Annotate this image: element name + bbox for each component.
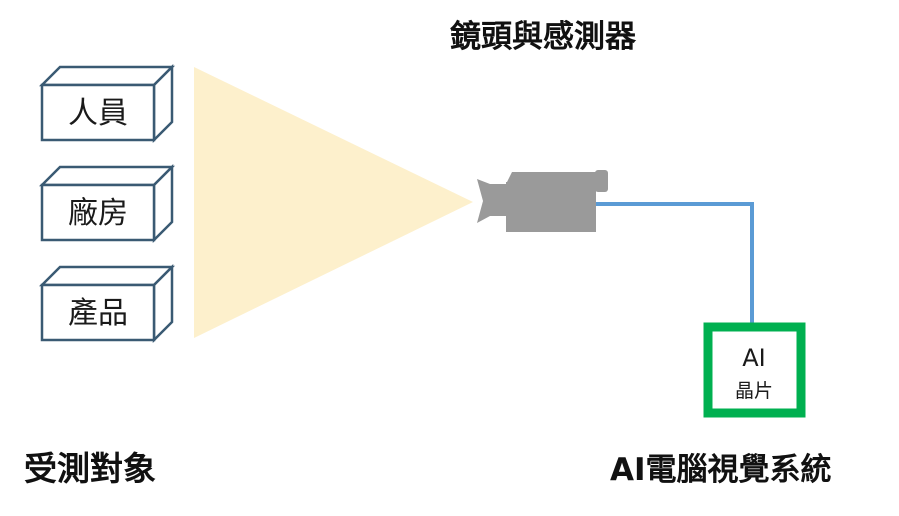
video-camera-icon [477,170,608,232]
ai-chip-box [703,322,806,418]
chip-label-ai: AI [742,344,766,372]
camera-cable [596,202,754,326]
subject-box-factory: 廠房 [38,163,176,244]
camera-lens [477,179,507,223]
system-heading: AI電腦視覺系統 [610,452,832,488]
camera-top-housing [506,172,596,184]
subject-label-people: 人員 [68,96,128,131]
chip-icon: AI 晶片 [703,322,806,418]
box-top-face [38,165,176,187]
box-top-face [38,65,176,87]
camera-viewfinder [595,170,608,192]
box-top-face [38,265,176,287]
box-front-face [40,283,156,342]
subject-label-factory: 廠房 [68,196,128,231]
subject-box-product: 產品 [38,263,176,344]
diagram-title: 鏡頭與感測器 [450,19,637,55]
camera-body [506,182,596,232]
subject-label-product: 產品 [68,296,128,331]
chip-label-chip: 晶片 [735,380,773,402]
camera-field-of-view [194,67,473,338]
box-front-face [40,183,156,242]
box-front-face [40,83,156,142]
subjects-heading: 受測對象 [24,449,156,488]
subject-box-people: 人員 [38,63,176,144]
